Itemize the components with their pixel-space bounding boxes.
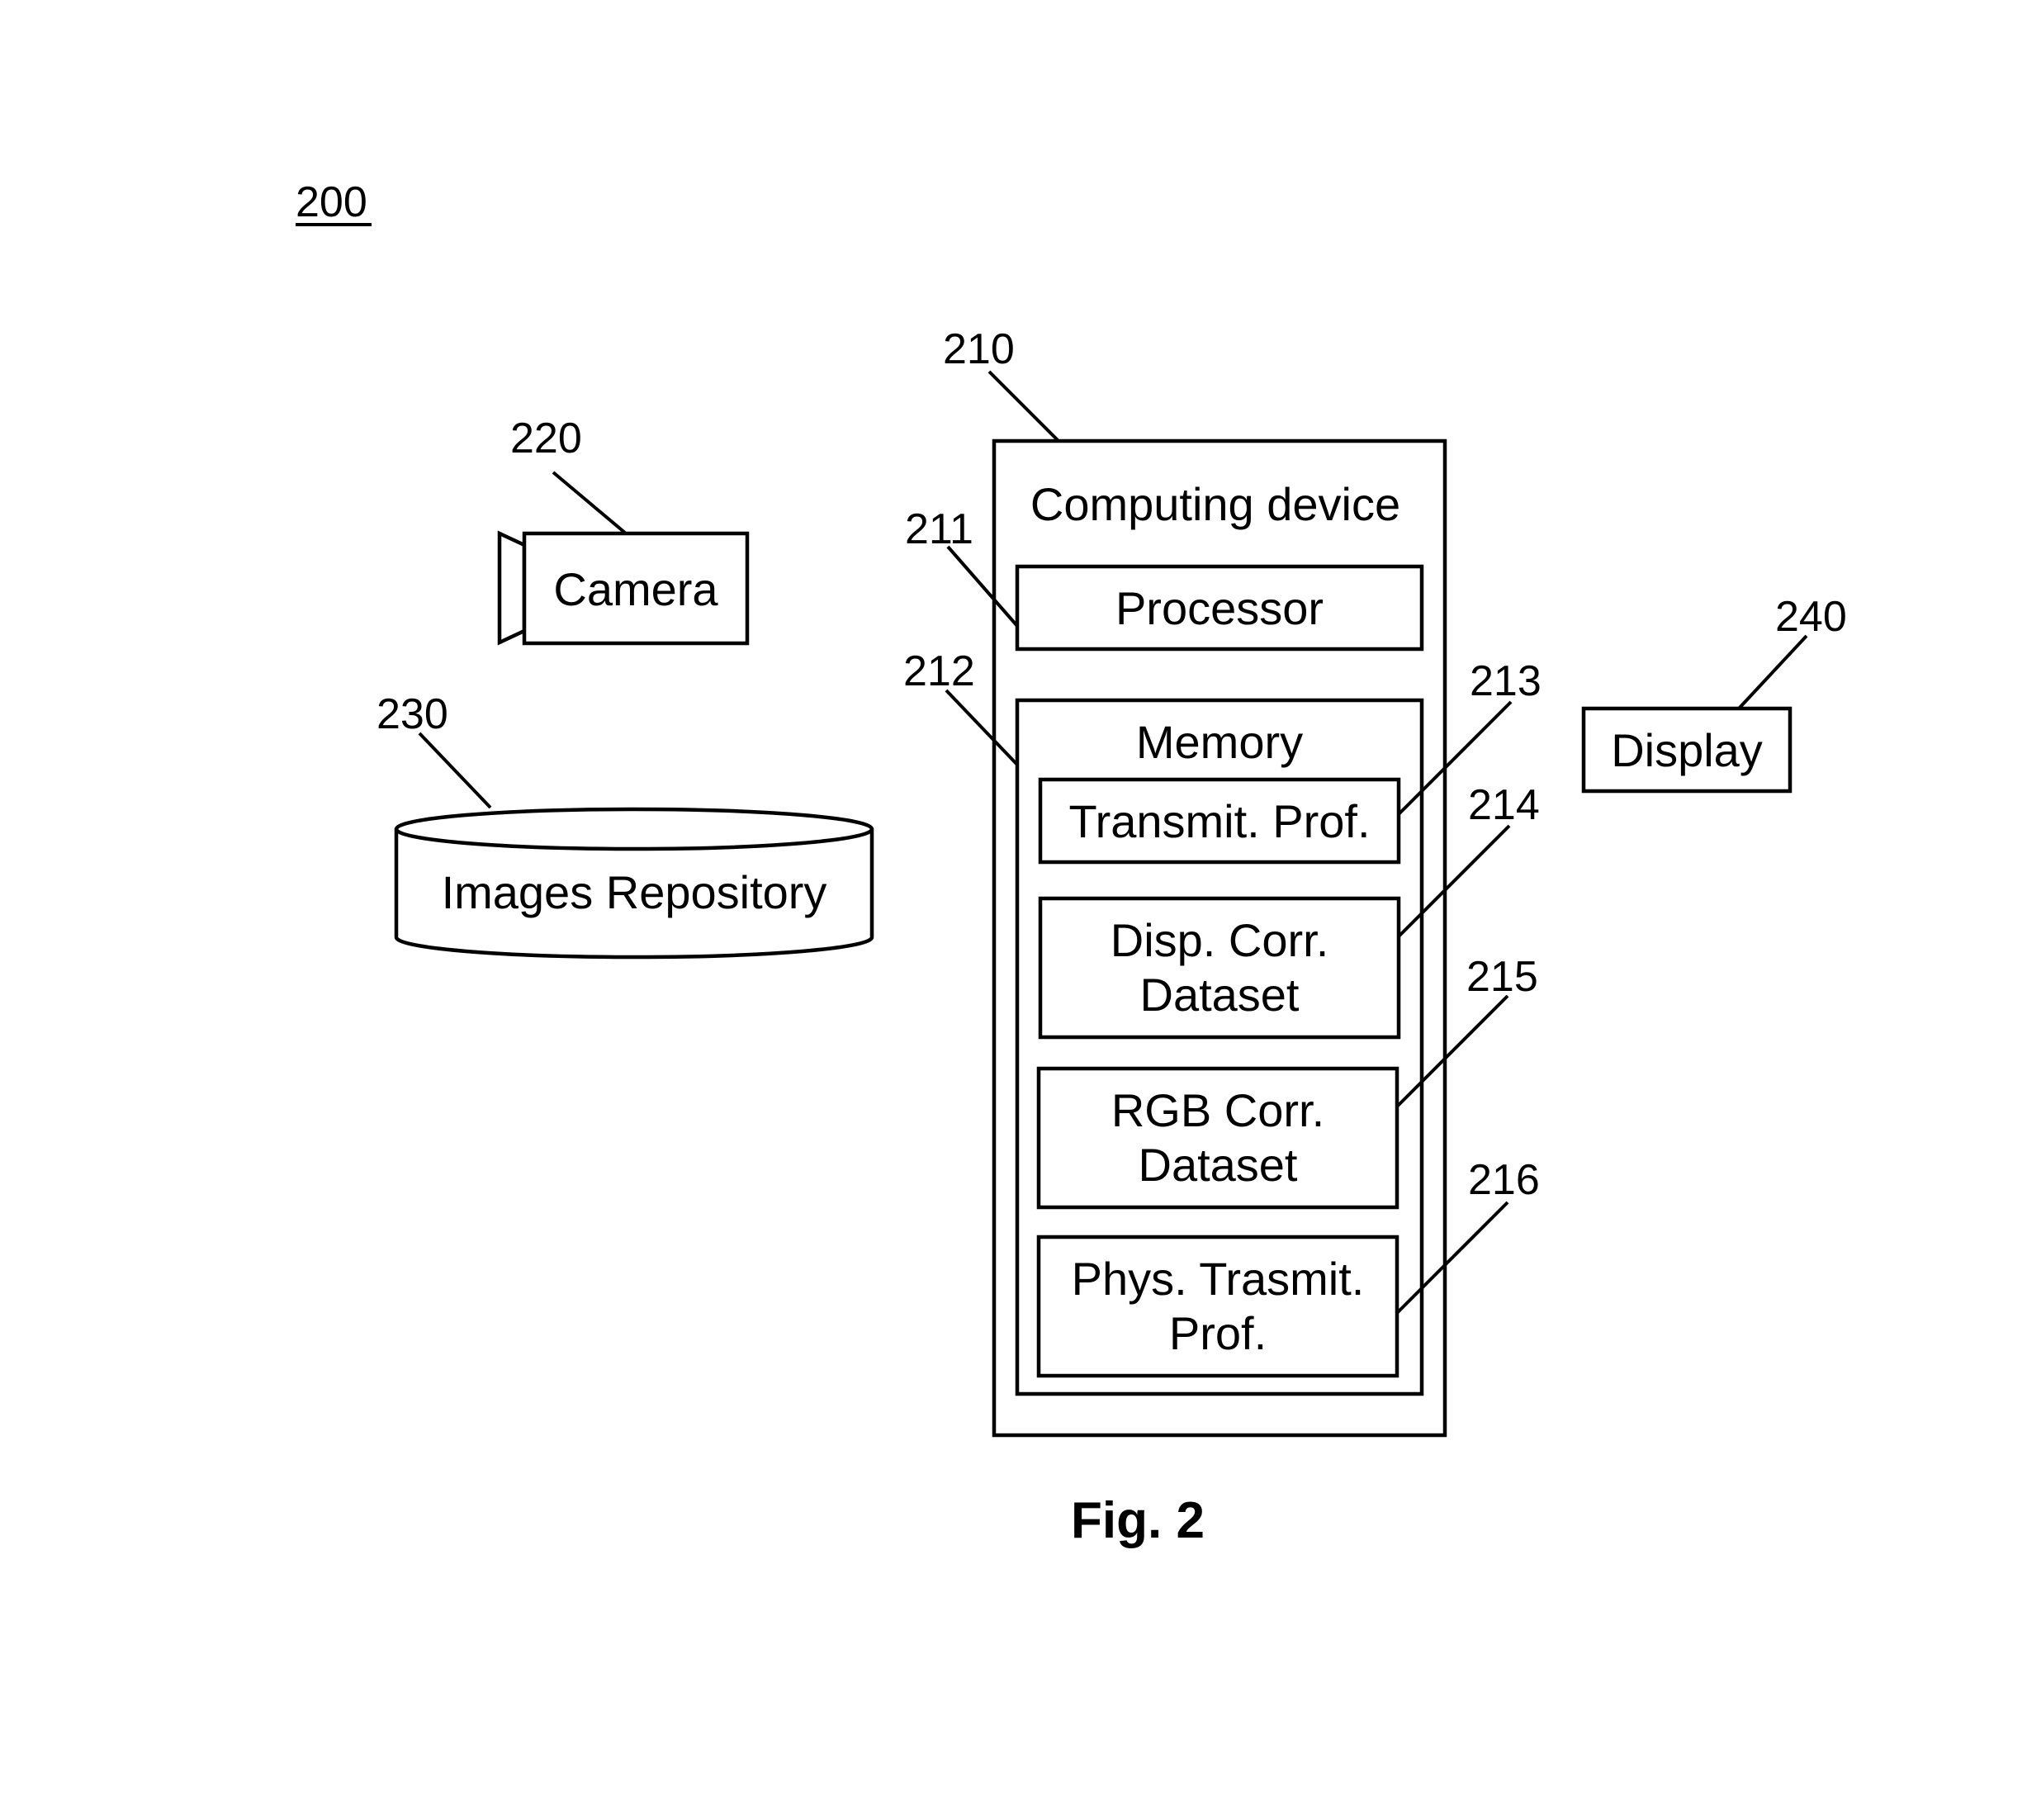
memory-item-box <box>1036 1235 1399 1378</box>
figure-caption: Fig. 2 <box>1071 1492 1205 1549</box>
computing-device-ref: 210 <box>943 325 1015 373</box>
memory-item-transmit-prof: Transmit. Prof. 213 <box>1038 657 1542 865</box>
display-node: 240 Display <box>1581 593 1847 794</box>
memory-ref: 212 <box>903 647 975 695</box>
database-cylinder-top <box>394 807 874 851</box>
display-leader <box>1737 634 1808 710</box>
camera-leader <box>552 471 628 535</box>
camera-ref: 220 <box>510 415 582 462</box>
repository-leader <box>418 732 492 809</box>
memory-item-leader <box>1395 994 1509 1108</box>
memory-item-ref: 213 <box>1470 657 1542 705</box>
computing-device-node: 210 Computing device 211 Processor 212 M… <box>903 325 1542 1438</box>
processor-label: Processor <box>1115 582 1324 634</box>
camera-box <box>522 531 750 646</box>
memory-item-label-line2: Prof. <box>1169 1307 1267 1359</box>
computing-device-leader <box>987 370 1060 443</box>
processor-ref: 211 <box>905 505 973 553</box>
memory-item-label-line2: Dataset <box>1139 1139 1298 1191</box>
memory-item-label-line2: Dataset <box>1140 969 1300 1021</box>
camera-lens-icon <box>497 530 527 646</box>
memory-item-rgb-corr-dataset: RGB Corr. Dataset 215 <box>1036 953 1538 1210</box>
camera-label: Camera <box>553 563 718 615</box>
memory-item-box <box>1036 1066 1399 1210</box>
memory-leader <box>945 689 1019 766</box>
repository-label: Images Repository <box>442 866 827 918</box>
memory-item-leader <box>1397 700 1513 816</box>
repository-node: 230 Images Repository <box>377 690 874 960</box>
computing-device-title: Computing device <box>1030 478 1400 530</box>
memory-item-label-line1: RGB Corr. <box>1111 1084 1324 1136</box>
memory-item-leader <box>1395 1201 1509 1315</box>
memory-item-ref: 216 <box>1468 1156 1540 1204</box>
memory-item-label-line1: Phys. Trasmit. <box>1072 1253 1365 1305</box>
memory-item-box <box>1038 777 1401 865</box>
repository-ref: 230 <box>377 690 448 738</box>
processor-box <box>1015 564 1424 652</box>
database-cylinder-icon <box>394 829 874 960</box>
memory-item-disp-corr-dataset: Disp. Corr. Dataset 214 <box>1038 781 1540 1040</box>
memory-title: Memory <box>1136 716 1303 768</box>
memory-item-leader <box>1397 824 1511 938</box>
memory-item-label: Transmit. Prof. <box>1068 795 1370 847</box>
display-ref: 240 <box>1775 593 1847 641</box>
memory-item-box <box>1038 896 1401 1040</box>
figure-number: 200 <box>296 178 367 226</box>
camera-node: 220 Camera <box>497 415 750 646</box>
memory-item-phys-trasmit-prof: Phys. Trasmit. Prof. 216 <box>1036 1156 1540 1378</box>
memory-item-ref: 214 <box>1468 781 1540 829</box>
display-label: Display <box>1611 724 1763 776</box>
memory-item-ref: 215 <box>1466 953 1538 1001</box>
display-box <box>1581 706 1793 794</box>
processor-leader <box>946 545 1019 628</box>
memory-item-label-line1: Disp. Corr. <box>1111 914 1329 966</box>
